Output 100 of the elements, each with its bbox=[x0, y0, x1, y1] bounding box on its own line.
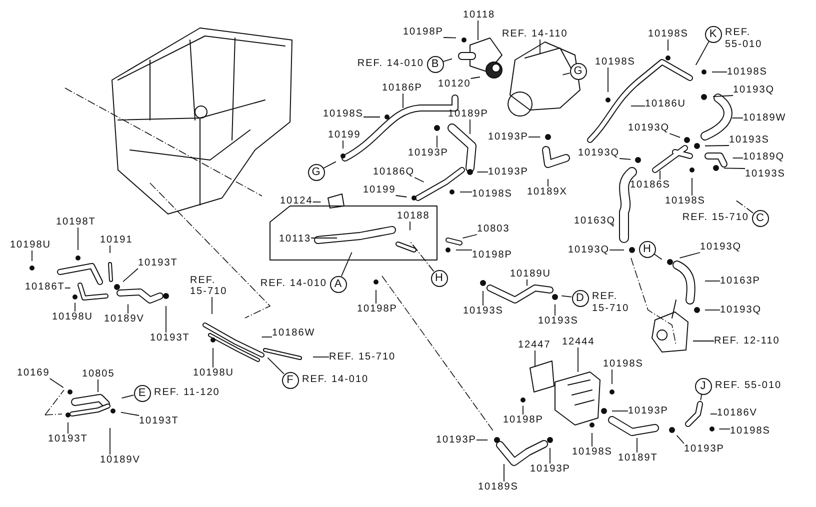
leader-line bbox=[443, 37, 456, 38]
part-number: 10113 bbox=[279, 234, 312, 244]
part-number: 10193Q bbox=[578, 148, 620, 158]
leader-line bbox=[704, 145, 730, 146]
part-number: 10198P bbox=[472, 250, 512, 260]
leader-line bbox=[561, 295, 572, 298]
leader-line bbox=[323, 161, 336, 169]
leader-line bbox=[522, 405, 524, 415]
part-number: 10193T bbox=[138, 258, 178, 268]
part-number: 10189S bbox=[478, 482, 518, 492]
part-number: 10198S bbox=[603, 358, 644, 370]
leader-line bbox=[462, 234, 478, 238]
leader-line bbox=[267, 357, 284, 374]
part-number: 10193P bbox=[684, 444, 724, 454]
reference-letter-circle: B bbox=[426, 56, 444, 72]
part-number: 10193P bbox=[408, 148, 448, 158]
reference-label: REF. 15-710 bbox=[329, 352, 396, 362]
leader-line bbox=[724, 168, 746, 169]
part-number: 10198S bbox=[323, 108, 364, 120]
part-number: 10163Q bbox=[574, 216, 616, 226]
part-number: 10186Q bbox=[373, 166, 415, 178]
leader-line bbox=[363, 116, 380, 118]
part-number: 10198S bbox=[648, 28, 688, 40]
leader-line bbox=[470, 76, 480, 79]
part-number: 10186P bbox=[382, 82, 422, 94]
part-number: 10188 bbox=[397, 210, 430, 222]
part-number: 10189W bbox=[743, 112, 786, 124]
part-number: 10193T bbox=[139, 416, 179, 426]
leader-line bbox=[654, 253, 662, 260]
reference-label: REF. 15-710 bbox=[190, 275, 232, 297]
leader-line bbox=[342, 140, 344, 150]
part-number: 10198U bbox=[10, 240, 52, 250]
reference-letter-circle: J bbox=[694, 378, 712, 394]
part-number: 10189P bbox=[448, 108, 488, 120]
leader-line bbox=[695, 40, 710, 66]
part-number: 10193P bbox=[436, 434, 476, 446]
part-number: 10193Q bbox=[720, 304, 762, 316]
leader-line bbox=[736, 200, 754, 214]
part-number: 10124 bbox=[280, 196, 313, 206]
part-number: 10193P bbox=[488, 132, 528, 142]
reference-label: REF. 14-010 bbox=[302, 374, 369, 386]
part-number: 10193S bbox=[729, 134, 770, 146]
part-number: 10186U bbox=[645, 98, 686, 110]
part-number: 10193Q bbox=[700, 242, 742, 252]
leader-line bbox=[612, 410, 628, 412]
part-number: 10199 bbox=[328, 130, 361, 140]
leader-line bbox=[49, 378, 64, 388]
part-number: 10186W bbox=[272, 328, 316, 338]
leader-line bbox=[619, 158, 632, 160]
part-number: 10193S bbox=[745, 168, 786, 180]
part-number: 10193P bbox=[530, 464, 570, 474]
reference-letter-circle: H bbox=[638, 240, 656, 258]
reference-label: REF. 14-010 bbox=[260, 278, 327, 290]
leader-line bbox=[340, 252, 352, 277]
part-number: 10120 bbox=[438, 78, 471, 90]
reference-label: REF. 12-110 bbox=[714, 336, 780, 346]
reference-label: REF. 14-110 bbox=[502, 28, 568, 40]
reference-label: REF. 55-010 bbox=[725, 26, 764, 51]
leader-line bbox=[212, 348, 214, 368]
reference-letter-circle: A bbox=[330, 276, 346, 292]
leader-line bbox=[410, 240, 434, 272]
leader-line bbox=[120, 412, 140, 416]
leader-line bbox=[612, 222, 614, 227]
part-number: 10189Q bbox=[743, 152, 785, 162]
leader-line bbox=[704, 280, 720, 282]
part-number: 10186S bbox=[630, 180, 670, 190]
reference-label: REF. 11-120 bbox=[154, 387, 220, 399]
part-number: 10198S bbox=[572, 446, 612, 458]
leader-line bbox=[679, 252, 700, 258]
leader-line bbox=[482, 290, 484, 306]
leader-line bbox=[414, 177, 424, 182]
leader-line bbox=[402, 93, 404, 108]
leader-line bbox=[436, 135, 438, 148]
reference-label: REF. 15-710 bbox=[592, 290, 630, 315]
reference-letter-circle: E bbox=[134, 384, 150, 402]
part-number: 12444 bbox=[562, 336, 595, 348]
part-number: 10193S bbox=[463, 306, 504, 316]
part-number: 10198S bbox=[665, 196, 706, 206]
part-number: 10189X bbox=[527, 186, 568, 198]
part-number: 10198P bbox=[503, 414, 544, 426]
leader-line bbox=[712, 95, 734, 98]
part-number: 10186T bbox=[25, 282, 65, 292]
leader-line bbox=[312, 356, 330, 358]
part-number: 10189V bbox=[104, 314, 144, 324]
part-number: 10805 bbox=[82, 368, 115, 380]
reference-letter-circle: F bbox=[282, 372, 298, 388]
leader-line bbox=[669, 133, 680, 138]
leader-line bbox=[74, 302, 76, 312]
part-number: 10198S bbox=[730, 426, 770, 436]
part-number: 10193Q bbox=[628, 122, 670, 134]
leader-line bbox=[121, 394, 134, 398]
leader-line bbox=[562, 72, 570, 76]
leader-line bbox=[692, 340, 714, 342]
leader-line bbox=[534, 350, 536, 368]
reference-letter-circle: H bbox=[430, 270, 448, 286]
part-number: 10193T bbox=[48, 434, 88, 444]
reference-letter-circle: C bbox=[752, 210, 768, 226]
part-number: 10198S bbox=[727, 66, 768, 78]
leader-line bbox=[395, 195, 408, 198]
part-number: 10193T bbox=[150, 332, 190, 344]
